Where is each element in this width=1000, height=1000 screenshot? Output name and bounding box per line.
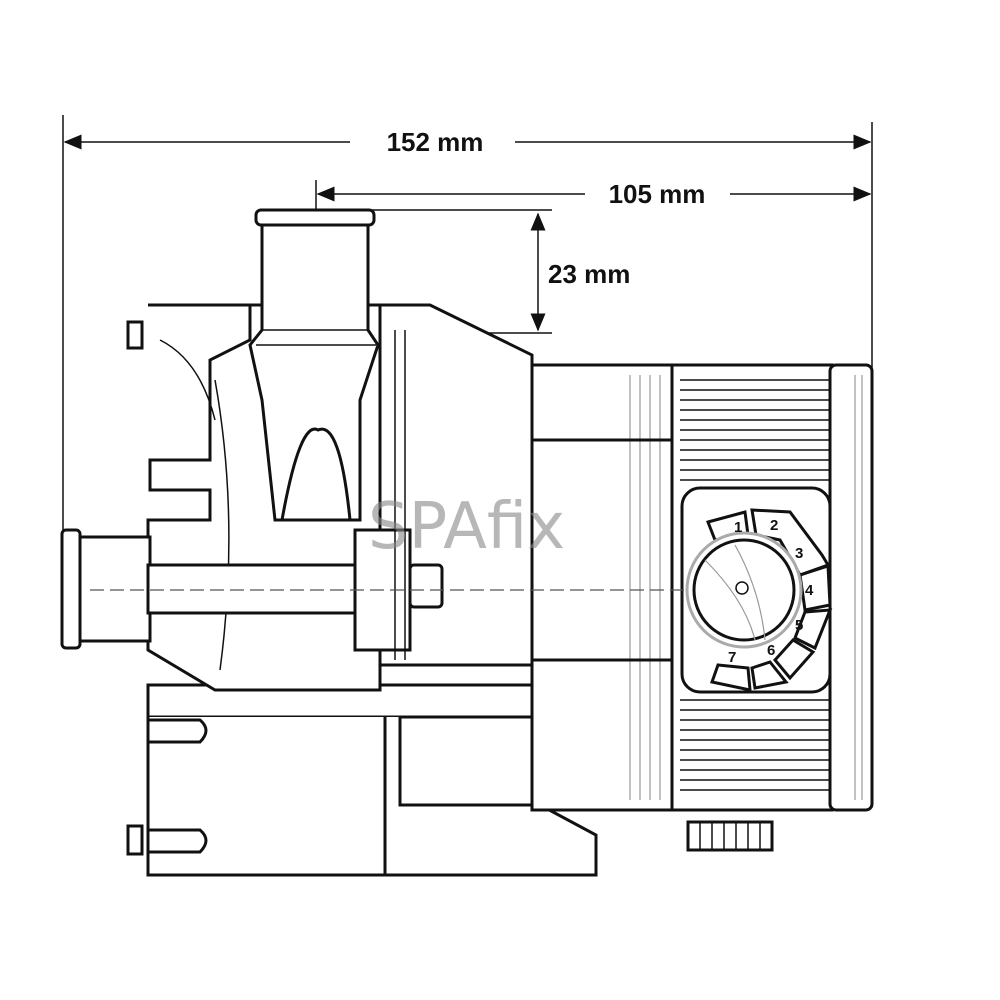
motor-length-label: 105 mm (609, 179, 706, 209)
dial-label-5: 5 (795, 617, 803, 634)
watermark-logo: SPAfix (368, 490, 565, 564)
dial-label-4: 4 (805, 582, 814, 599)
overall-length-label: 152 mm (387, 127, 484, 157)
dimension-outlet: 23 mm (372, 209, 630, 334)
outlet-height-label: 23 mm (548, 259, 630, 289)
dial-label-6: 6 (767, 642, 775, 659)
dial-label-1: 1 (734, 519, 742, 536)
dial-label-3: 3 (795, 545, 803, 562)
motor-fins-left (532, 375, 672, 800)
dial-label-7: 7 (728, 649, 736, 666)
dimension-overall: 152 mm (62, 115, 873, 530)
speed-dial[interactable]: 1 2 3 4 5 6 7 (685, 508, 833, 692)
motor-fins-right (680, 379, 830, 791)
dial-label-2: 2 (770, 517, 778, 534)
